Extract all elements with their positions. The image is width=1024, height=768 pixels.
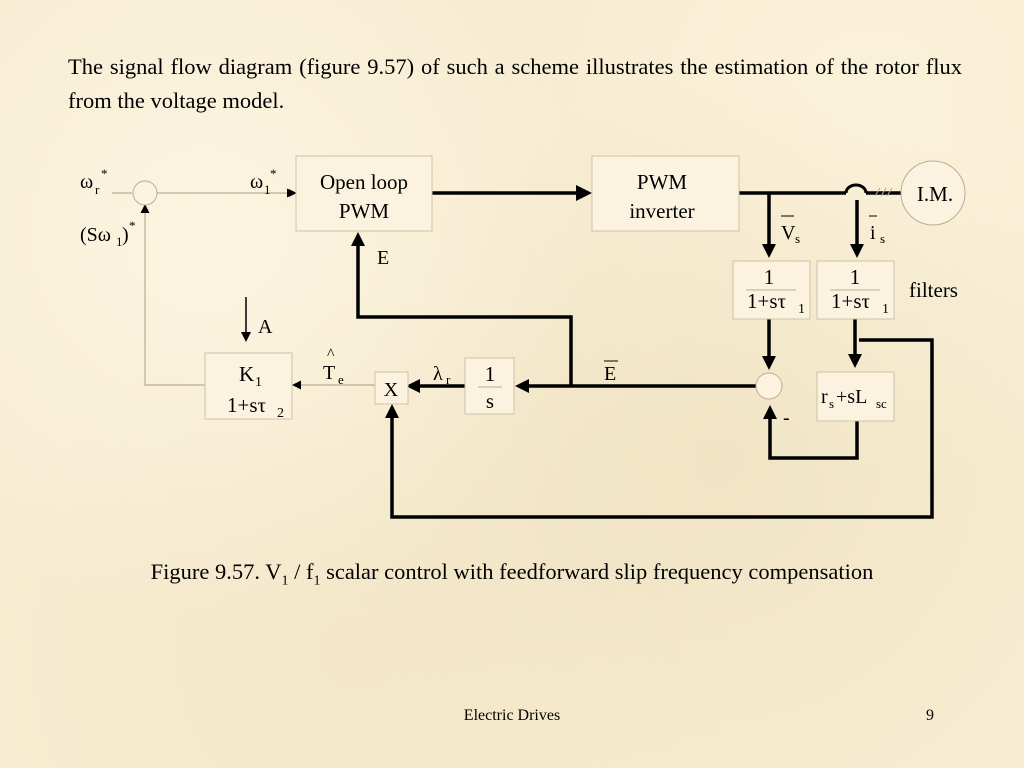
a-arrowhead — [241, 332, 251, 342]
slip-sup: * — [129, 218, 136, 233]
filter-block-voltage: 1 1+sτ 1 — [732, 260, 811, 320]
pwm-inverter-line2: inverter — [629, 199, 694, 223]
omega-1-sup: * — [270, 166, 277, 181]
rs-mid: +sL — [836, 386, 867, 408]
rs-main: r — [821, 386, 828, 408]
integrator-block: 1 s — [464, 357, 515, 415]
e-bar-label: E — [604, 363, 616, 385]
e-label: E — [377, 247, 389, 269]
te-hat: ^ — [327, 346, 335, 363]
filter1-num: 1 — [764, 265, 775, 289]
stator-impedance-block: r s +sL sc — [816, 371, 895, 422]
minus-sign: - — [783, 407, 790, 429]
is-label: i — [870, 222, 876, 244]
pwm-inverter-line1: PWM — [637, 170, 688, 194]
current-sensor-icon — [844, 183, 893, 197]
pwm-inverter-block: PWM inverter — [591, 155, 740, 232]
caption-prefix: Figure 9.57. V — [150, 559, 282, 584]
vs-label: V — [781, 222, 796, 244]
integrator-num: 1 — [485, 362, 496, 386]
lambda-label: λ — [433, 363, 443, 385]
intro-paragraph: The signal flow diagram (figure 9.57) of… — [68, 54, 962, 113]
te-label: T — [323, 362, 335, 384]
im-label: I.M. — [917, 182, 953, 206]
page-number: 9 — [926, 707, 934, 724]
slip-sub: 1 — [116, 234, 123, 249]
arrowhead-vs — [762, 244, 776, 258]
arrowhead — [292, 380, 301, 390]
arrowhead-summer-bottom — [763, 405, 777, 419]
filter1-den-sub: 1 — [798, 302, 805, 317]
caption-rest: scalar control with feedforward slip fre… — [320, 559, 874, 584]
slip-label: (Sω — [80, 224, 111, 246]
gain-den-sub: 2 — [277, 406, 284, 421]
summing-junction-emf — [755, 372, 783, 400]
gain-block: K 1 1+sτ 2 — [204, 352, 293, 421]
summing-junction-speed — [132, 180, 158, 206]
gain-num: K — [239, 362, 254, 386]
filter1-den: 1+sτ — [747, 289, 786, 313]
footer-title: Electric Drives — [463, 707, 561, 724]
arrowhead-multiplier-bottom — [385, 404, 399, 418]
omega-r-sub: r — [95, 182, 100, 197]
multiplier-block: X — [374, 371, 409, 405]
rs-sub: s — [829, 396, 834, 411]
integrator-den: s — [486, 389, 494, 413]
arrowhead-to-inverter — [576, 185, 592, 201]
is-sub: s — [880, 231, 885, 246]
open-loop-line2: PWM — [339, 199, 390, 223]
open-loop-line1: Open loop — [320, 170, 408, 194]
gain-den: 1+sτ — [227, 393, 266, 417]
open-loop-pwm-block: Open loop PWM — [295, 155, 433, 232]
slip-close: ) — [122, 224, 129, 246]
filters-label: filters — [909, 278, 958, 302]
arrowhead-to-rs — [848, 354, 862, 368]
te-sub: e — [338, 372, 344, 387]
omega-1-label: ω — [250, 171, 263, 193]
vs-sub: s — [795, 231, 800, 246]
arrowhead — [287, 188, 296, 198]
a-label: A — [258, 316, 273, 338]
multiplier-symbol: X — [384, 379, 399, 401]
filter-block-current: 1 1+sτ 1 — [816, 260, 895, 320]
gain-num-sub: 1 — [255, 375, 262, 390]
arrowhead-to-summer — [762, 356, 776, 370]
omega-1-sub: 1 — [264, 182, 271, 197]
arrowhead-to-multiplier — [406, 379, 420, 393]
caption-slash: / f — [288, 559, 314, 584]
diagram-labels: ω r * ω 1 * (Sω 1 ) * E A ^ T e λ r E V … — [80, 166, 958, 429]
figure-caption: Figure 9.57. V1 / f1 scalar control with… — [120, 555, 904, 599]
caption-f-sub: 1 — [313, 573, 321, 589]
filter2-den-sub: 1 — [882, 302, 889, 317]
arrowhead-to-openloop — [351, 232, 365, 246]
omega-r-sup: * — [101, 166, 108, 181]
induction-motor-block: I.M. — [900, 160, 966, 226]
lambda-sub: r — [446, 372, 451, 387]
arrowhead-is — [850, 244, 864, 258]
arrowhead-to-integrator — [515, 379, 529, 393]
filter2-den: 1+sτ — [831, 289, 870, 313]
caption-v-sub: 1 — [281, 573, 289, 589]
omega-r-label: ω — [80, 171, 93, 193]
filter2-num: 1 — [850, 265, 861, 289]
rs-sub2: sc — [876, 396, 887, 411]
thick-signal-lines — [356, 191, 934, 519]
arrowhead — [140, 204, 150, 213]
